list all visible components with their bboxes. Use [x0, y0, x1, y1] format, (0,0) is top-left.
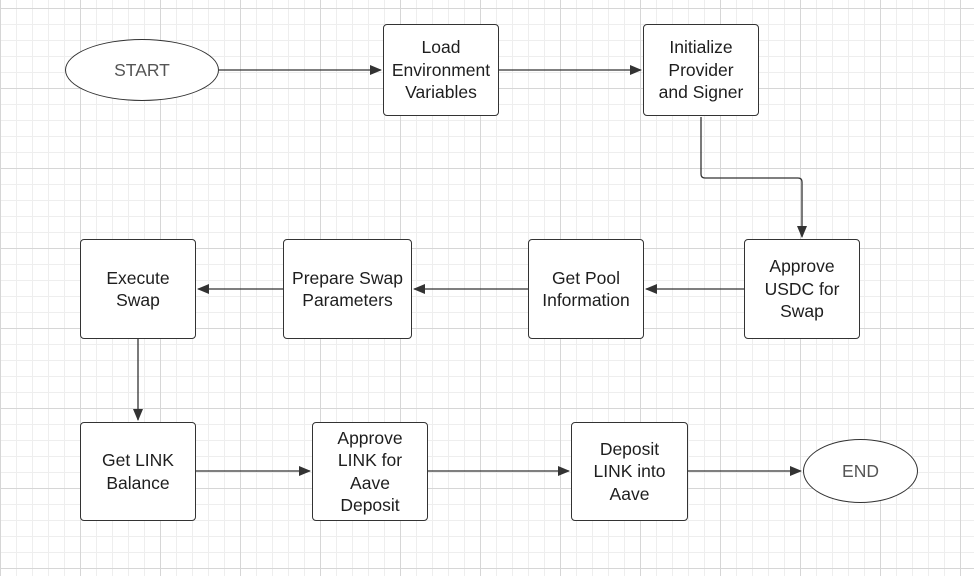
- execute-swap-node[interactable]: Execute Swap: [80, 239, 196, 339]
- start-label: START: [114, 59, 170, 80]
- get-pool-information-node[interactable]: Get Pool Information: [528, 239, 644, 339]
- end-node[interactable]: END: [803, 439, 918, 503]
- approve-link-node[interactable]: Approve LINK for Aave Deposit: [312, 422, 428, 521]
- load-environment-variables-node[interactable]: Load Environment Variables: [383, 24, 499, 116]
- load-environment-variables-label: Load Environment Variables: [391, 37, 491, 103]
- deposit-link-node[interactable]: Deposit LINK into Aave: [571, 422, 688, 521]
- approve-usdc-label: Approve USDC for Swap: [764, 256, 840, 322]
- end-label: END: [842, 460, 879, 481]
- approve-link-label: Approve LINK for Aave Deposit: [337, 427, 403, 516]
- get-link-balance-node[interactable]: Get LINK Balance: [80, 422, 196, 521]
- prepare-swap-parameters-node[interactable]: Prepare Swap Parameters: [283, 239, 412, 339]
- start-node[interactable]: START: [65, 39, 219, 101]
- prepare-swap-parameters-label: Prepare Swap Parameters: [292, 267, 403, 311]
- deposit-link-label: Deposit LINK into Aave: [593, 438, 666, 504]
- arrow-init-to-approve-usdc: [700, 117, 807, 238]
- initialize-provider-node[interactable]: Initialize Provider and Signer: [643, 24, 759, 116]
- execute-swap-label: Execute Swap: [106, 267, 170, 311]
- approve-usdc-node[interactable]: Approve USDC for Swap: [744, 239, 860, 339]
- get-link-balance-label: Get LINK Balance: [102, 450, 174, 493]
- get-pool-information-label: Get Pool Information: [542, 267, 630, 311]
- initialize-provider-label: Initialize Provider and Signer: [658, 37, 744, 103]
